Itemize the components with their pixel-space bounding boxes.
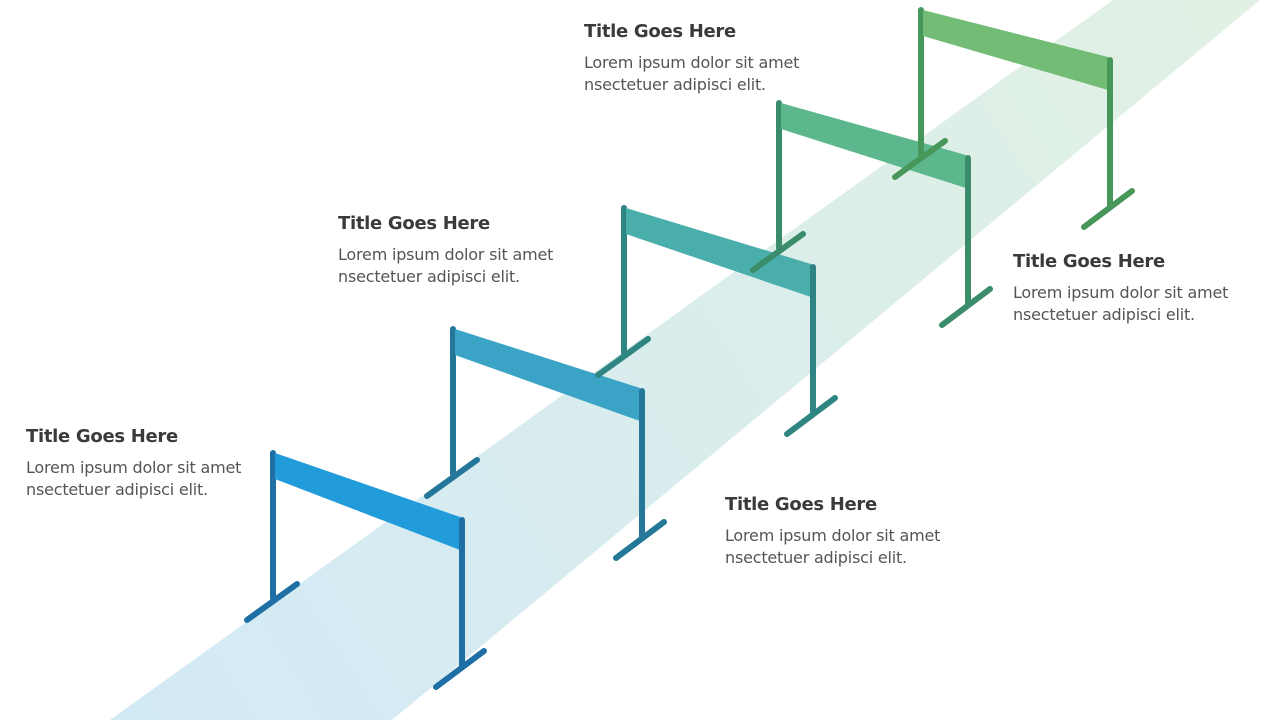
hurdle-4 — [750, 100, 993, 328]
hurdle-1-crossbar — [275, 453, 460, 550]
step-5-description: Lorem ipsum dolor sit amet nsectetuer ad… — [1013, 283, 1229, 324]
step-1-callout: Title Goes Here Lorem ipsum dolor sit am… — [26, 426, 286, 501]
hurdle-5-left-foot — [892, 138, 948, 180]
step-5-callout: Title Goes Here Lorem ipsum dolor sit am… — [1013, 251, 1273, 326]
hurdle-3-crossbar — [626, 208, 811, 297]
hurdle-4-left-foot — [750, 231, 806, 273]
step-5-title: Title Goes Here — [1013, 251, 1165, 272]
step-1-description: Lorem ipsum dolor sit amet nsectetuer ad… — [26, 458, 242, 499]
step-3-title: Title Goes Here — [725, 494, 877, 515]
hurdle-1-left-foot — [244, 581, 300, 623]
step-2-callout: Title Goes Here Lorem ipsum dolor sit am… — [338, 213, 598, 288]
step-3-callout: Title Goes Here Lorem ipsum dolor sit am… — [725, 494, 985, 569]
running-track — [110, 0, 1260, 720]
hurdle-5-crossbar — [923, 10, 1108, 90]
step-4-title: Title Goes Here — [584, 21, 736, 42]
hurdle-2-right-foot — [613, 519, 667, 561]
step-2-title: Title Goes Here — [338, 213, 490, 234]
hurdle-4-right-foot — [939, 286, 993, 328]
hurdle-3-left-foot — [595, 336, 651, 378]
step-2-description: Lorem ipsum dolor sit amet nsectetuer ad… — [338, 245, 554, 286]
hurdle-3 — [595, 205, 838, 437]
hurdle-5 — [892, 7, 1135, 230]
hurdle-4-crossbar — [781, 103, 966, 188]
hurdle-2-crossbar — [455, 329, 640, 421]
hurdle-2-left-foot — [424, 457, 480, 499]
step-3-description: Lorem ipsum dolor sit amet nsectetuer ad… — [725, 526, 941, 567]
hurdle-1 — [244, 450, 487, 690]
hurdle-5-right-foot — [1081, 188, 1135, 230]
step-1-title: Title Goes Here — [26, 426, 178, 447]
step-4-description: Lorem ipsum dolor sit amet nsectetuer ad… — [584, 53, 800, 94]
hurdle-2 — [424, 326, 667, 561]
hurdle-1-right-foot — [433, 648, 487, 690]
hurdle-3-right-foot — [784, 395, 838, 437]
hurdles — [244, 7, 1135, 690]
step-4-callout: Title Goes Here Lorem ipsum dolor sit am… — [584, 21, 844, 96]
